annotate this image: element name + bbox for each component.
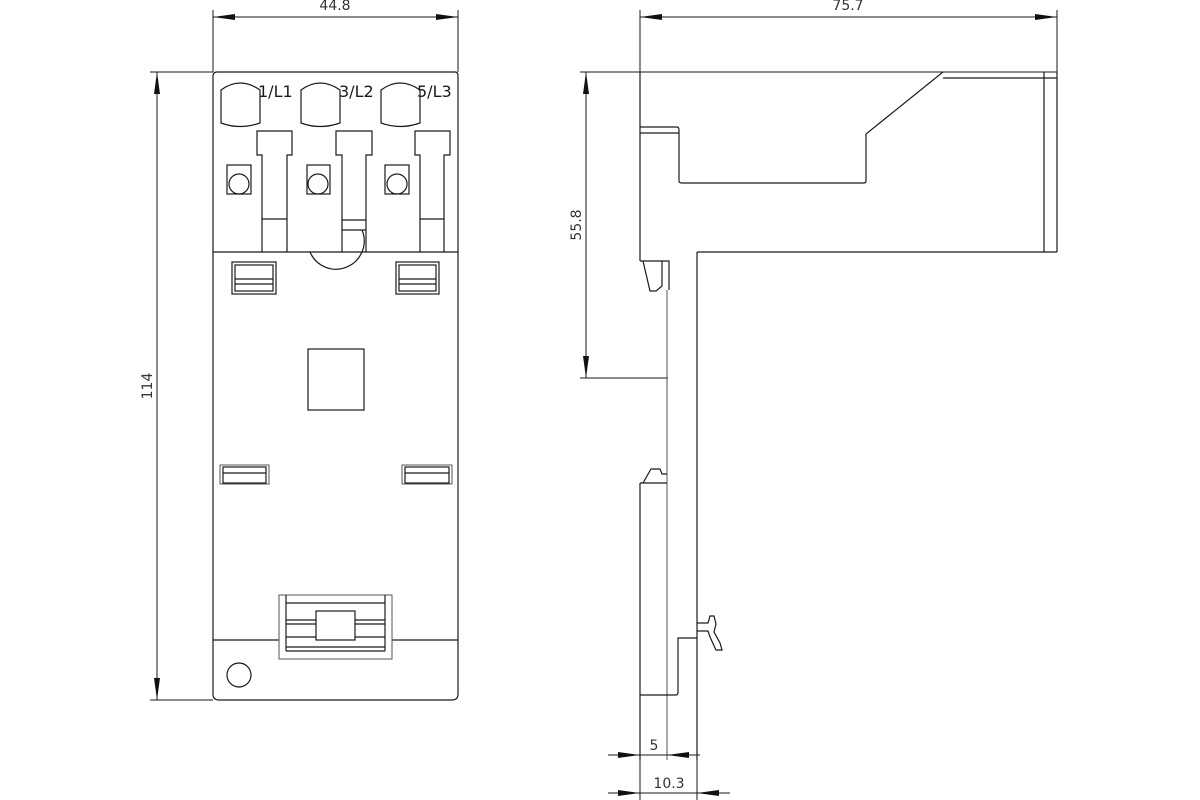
terminal-screws xyxy=(226,164,410,195)
dimension-width-label: 44.8 xyxy=(319,0,350,14)
dimension-height-label: 114 xyxy=(140,373,156,400)
dimension-offset-small: 5 xyxy=(608,738,700,758)
din-rail-latch xyxy=(213,594,458,660)
dimension-depth-label: 75.7 xyxy=(832,0,863,14)
lower-rail-hook xyxy=(639,468,667,760)
dimension-offset-large-label: 10.3 xyxy=(653,776,684,792)
side-view: 75.7 55.8 xyxy=(569,0,1058,800)
lower-slots xyxy=(219,464,453,485)
dimension-offset-large: 10.3 xyxy=(608,776,730,796)
dimension-width: 44.8 xyxy=(212,0,459,72)
upper-rail-hook xyxy=(640,260,670,292)
terminal-domes xyxy=(220,82,421,128)
lower-body-step xyxy=(640,637,697,696)
center-window xyxy=(307,348,365,411)
upper-clips xyxy=(231,261,440,295)
dimension-rail-height-label: 55.8 xyxy=(569,209,585,240)
terminal-label-l2: 3/L2 xyxy=(339,82,374,101)
dimension-depth: 75.7 xyxy=(639,0,1058,72)
terminal-label-l3: 5/L3 xyxy=(417,82,452,101)
dimension-rail-height: 55.8 xyxy=(569,71,1057,379)
terminal-clamps xyxy=(213,130,458,270)
dimension-height: 114 xyxy=(140,71,213,701)
latch-tab xyxy=(697,615,723,651)
device-body-outline xyxy=(212,71,459,701)
terminal-label-l1: 1/L1 xyxy=(258,82,293,101)
dimension-offset-small-label: 5 xyxy=(650,738,659,754)
mounting-hole xyxy=(226,662,252,688)
front-view: 44.8 114 1/L1 3/L2 5/L3 xyxy=(140,0,459,701)
side-upper-housing xyxy=(639,71,1058,760)
